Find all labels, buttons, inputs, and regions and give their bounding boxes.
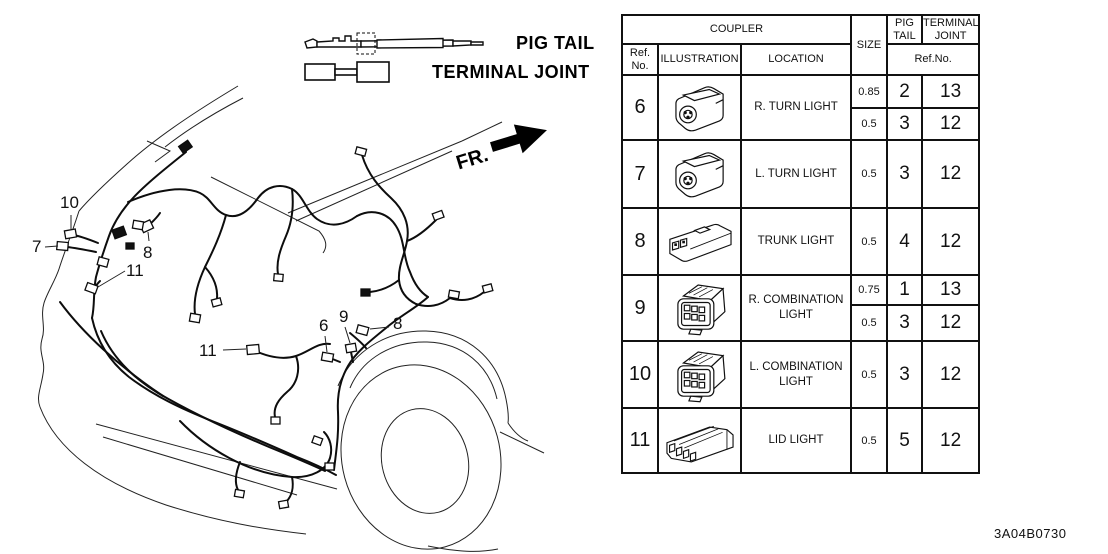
row11-connector-icon [657,407,742,474]
terminal-joint-icon [304,61,390,83]
header-pig-tail: PIG TAIL [886,14,923,45]
header-size: SIZE [850,14,888,76]
row10-terminal-joint: 12 [920,340,981,409]
pig-tail-label: PIG TAIL [516,33,595,53]
row9-pigtail-2: 3 [886,304,923,342]
header-illustration: ILLUSTRATION [657,43,742,76]
row8-location: TRUNK LIGHT [740,207,852,276]
row9-ref: 9 [621,274,659,342]
row9-terminal-joint-1: 13 [920,274,981,306]
row7-pigtail: 3 [886,139,923,209]
callout-7: 7 [32,237,42,256]
row8-ref: 8 [621,207,659,276]
row9-location: R. COMBINATION LIGHT [740,274,852,342]
row6-connector-icon [657,74,742,141]
row10-pigtail: 3 [886,340,923,409]
row6-size-1: 0.85 [850,74,888,109]
row6-location: R. TURN LIGHT [740,74,852,141]
header-terminal-joint: TERMINAL JOINT [920,14,981,45]
car-body-lines [38,85,545,552]
callout-11-left: 11 [126,261,144,280]
row6-ref: 6 [621,74,659,141]
row9-connector-icon [657,274,742,342]
row11-pigtail: 5 [886,407,923,474]
row11-terminal-joint: 12 [920,407,981,474]
row10-connector-icon [657,340,742,409]
fr-arrow-glyph [490,124,547,154]
row8-pigtail: 4 [886,207,923,276]
callout-10: 10 [60,193,79,212]
doc-code: 3A04B0730 [994,526,1067,541]
harness-diagram [38,85,545,552]
row7-location: L. TURN LIGHT [740,139,852,209]
row7-ref: 7 [621,139,659,209]
row6-terminal-joint-1: 13 [920,74,981,109]
callout-9: 9 [339,307,349,326]
callout-11-middle: 11 [199,341,217,360]
row9-terminal-joint-2: 12 [920,304,981,342]
row6-terminal-joint-2: 12 [920,107,981,141]
fr-direction-arrow: FR. [454,124,547,174]
header-location: LOCATION [740,43,852,76]
row11-ref: 11 [621,407,659,474]
row9-size-2: 0.5 [850,304,888,342]
row8-connector-icon [657,207,742,276]
row8-terminal-joint: 12 [920,207,981,276]
header-coupler: COUPLER [621,14,852,45]
harness-lines [59,151,485,503]
pig-tail-icon [304,32,484,55]
row9-size-1: 0.75 [850,274,888,306]
terminal-joint-label: TERMINAL JOINT [432,62,590,82]
callout-8-left: 8 [143,243,153,262]
row10-ref: 10 [621,340,659,409]
callout-8-right: 8 [393,314,403,333]
row6-pigtail-1: 2 [886,74,923,109]
row10-size: 0.5 [850,340,888,409]
parts-table: COUPLER SIZE PIG TAIL TERMINAL JOINT Ref… [621,14,981,474]
row11-location: LID LIGHT [740,407,852,474]
row6-pigtail-2: 3 [886,107,923,141]
row7-size: 0.5 [850,139,888,209]
row10-location: L. COMBINATION LIGHT [740,340,852,409]
row9-pigtail-1: 1 [886,274,923,306]
row7-connector-icon [657,139,742,209]
header-ref-no-joint: Ref.No. [885,43,981,76]
row6-size-2: 0.5 [850,107,888,141]
callout-6: 6 [319,316,329,335]
row11-size: 0.5 [850,407,888,474]
callout-leaders [44,215,390,353]
connector-blobs [55,139,494,510]
fr-label: FR. [454,144,491,174]
header-ref-no: Ref. No. [621,43,659,76]
row8-size: 0.5 [850,207,888,276]
row7-terminal-joint: 12 [920,139,981,209]
